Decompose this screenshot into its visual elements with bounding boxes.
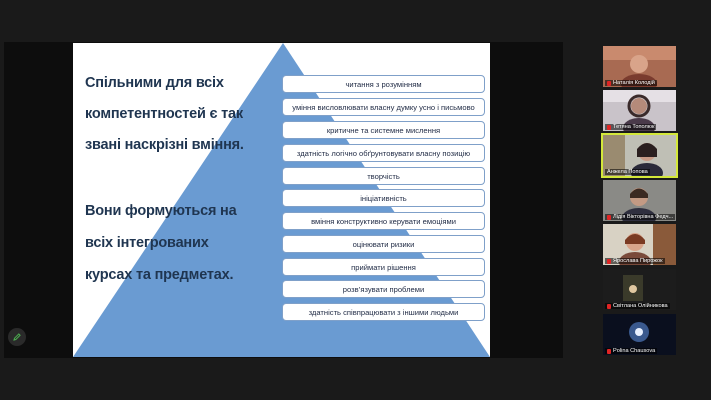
mic-muted-icon	[607, 80, 611, 86]
slide-subtext-line-1: Вони формуються на	[85, 203, 237, 219]
participant-name: Анжела Попова	[607, 169, 648, 175]
slide-subtext-line-3: курсах та предметах.	[85, 267, 234, 283]
skill-item: здатність логічно обґрунтовувати власну …	[282, 144, 485, 162]
slide-heading-line-1: Спільними для всіх	[85, 75, 224, 91]
participant-tile[interactable]: Наталія Колодій	[603, 46, 676, 87]
slide-subtext-line-2: всіх інтегрованих	[85, 235, 209, 251]
mic-muted-icon	[607, 214, 611, 220]
skill-item: оцінювати ризики	[282, 235, 485, 253]
participant-tile[interactable]: Тетяна Тополюк	[603, 90, 676, 131]
skill-item: уміння висловлювати власну думку усно і …	[282, 98, 485, 116]
slide-heading-line-2: компетентностей є так	[85, 106, 243, 122]
pencil-icon	[13, 333, 21, 341]
participant-tile[interactable]: Світлана Олійникова	[603, 269, 676, 310]
participant-name: Наталія Колодій	[613, 80, 655, 86]
skill-item: ініціативність	[282, 189, 485, 207]
participant-tile[interactable]: Лідія Вікторівна Федч...	[603, 180, 676, 221]
mic-muted-icon	[607, 124, 611, 130]
pyramid-shape	[73, 43, 490, 357]
mic-muted-icon	[607, 303, 611, 309]
participant-video	[603, 46, 676, 87]
skill-item: читання з розумінням	[282, 75, 485, 93]
participant-tile-active-speaker[interactable]: Анжела Попова	[601, 133, 678, 178]
participant-tile[interactable]: Ярослава Пирожок	[603, 224, 676, 265]
skill-item: здатність співпрацювати з іншими людьми	[282, 303, 485, 321]
participant-name: Лідія Вікторівна Федч...	[613, 214, 674, 220]
participant-name: Ярослава Пирожок	[613, 258, 663, 264]
slide-heading-line-3: звані наскрізні вміння.	[85, 137, 244, 153]
skill-item: творчість	[282, 167, 485, 185]
skill-item: вміння конструктивно керувати емоціями	[282, 212, 485, 230]
presentation-slide: Спільними для всіх компетентностей є так…	[73, 43, 490, 357]
skill-item: розв’язувати проблеми	[282, 280, 485, 298]
annotate-button[interactable]	[8, 328, 26, 346]
participant-tile[interactable]: Polina Chausova	[603, 314, 676, 355]
mic-muted-icon	[607, 348, 611, 354]
skill-item: приймати рішення	[282, 258, 485, 276]
participant-name: Polina Chausova	[613, 348, 656, 354]
participant-name: Тетяна Тополюк	[613, 124, 655, 130]
participant-name: Світлана Олійникова	[613, 303, 668, 309]
skill-item: критичне та системне мислення	[282, 121, 485, 139]
mic-muted-icon	[607, 258, 611, 264]
